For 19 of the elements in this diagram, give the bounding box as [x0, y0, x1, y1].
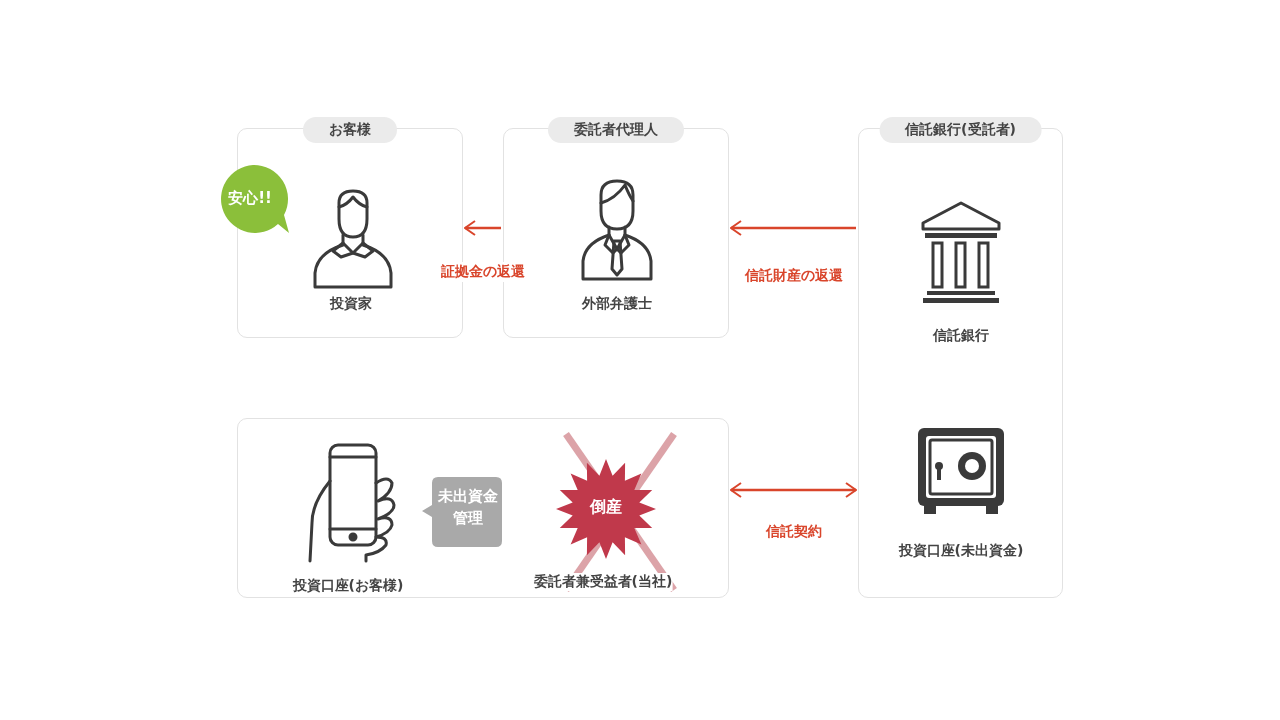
icon-caption: 委託者兼受益者(当社): [533, 573, 673, 591]
bubble-label: 安心!!: [228, 189, 272, 208]
icon-caption: 投資口座(未出資金): [898, 542, 1024, 560]
icon-caption: 外部弁護士: [582, 295, 652, 313]
panel-card: [237, 418, 729, 598]
arrow: [730, 482, 857, 498]
arrow: [464, 220, 501, 236]
icon-caption: 投資口座(お客様): [292, 577, 404, 595]
bubble-label: 未出資金管理: [437, 486, 499, 529]
edge-label: 信託財産の返還: [742, 266, 845, 286]
icon-caption: 信託銀行: [933, 327, 989, 345]
panel-heading: お客様: [303, 117, 397, 143]
arrow: [730, 220, 856, 236]
panel-heading: 信託銀行(受託者): [879, 117, 1042, 143]
panel-heading: 委託者代理人: [548, 117, 684, 143]
burst-label: 倒産: [590, 497, 622, 518]
edge-label: 信託契約: [763, 522, 824, 542]
edge-label: 証拠金の返還: [439, 262, 527, 282]
icon-caption: 投資家: [330, 295, 372, 313]
